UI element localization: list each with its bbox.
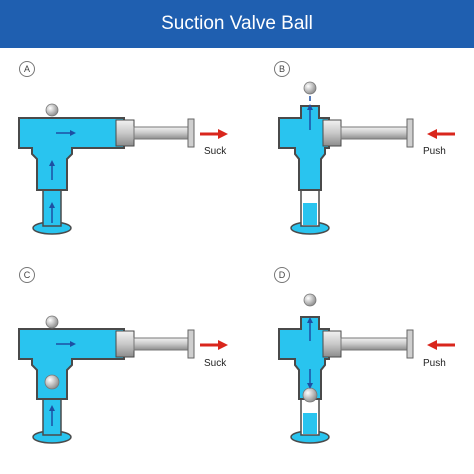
action-label-b: Push [423, 146, 446, 157]
top-valve-ball [303, 81, 317, 95]
piston-handle [406, 329, 414, 359]
piston-handle [187, 118, 195, 148]
piston-rod [133, 126, 189, 140]
flow-arrow-up-head [49, 405, 55, 411]
top-valve-ball [45, 315, 59, 329]
pump-body [278, 316, 330, 400]
panel-b-label: B [274, 61, 290, 77]
panel-d: D Push [237, 261, 474, 474]
pump-body [278, 105, 330, 191]
motion-arrow-head [427, 129, 437, 139]
panel-a-label: A [19, 61, 35, 77]
piston [322, 119, 342, 147]
pump-diagram-c [18, 315, 228, 444]
action-label-a: Suck [204, 146, 227, 157]
panel-c: C Suck [0, 261, 237, 474]
panel-d-label: D [274, 267, 290, 283]
pump-diagram-d [278, 293, 455, 444]
panel-b: B Push [237, 48, 474, 261]
inlet-tube-fluid [303, 413, 317, 434]
inlet-tube-fluid [303, 203, 317, 225]
pump-diagram-a [18, 103, 228, 235]
flow-arrow-right-head [70, 341, 76, 347]
piston [322, 330, 342, 358]
piston [115, 119, 135, 147]
piston [115, 330, 135, 358]
pump-diagram-b [278, 81, 455, 235]
top-valve-ball [45, 103, 59, 117]
flow-arrow-up-head [49, 160, 55, 166]
pump-body [18, 328, 125, 400]
piston-handle [406, 118, 414, 148]
flow-arrow-up-head [307, 317, 313, 323]
flow-arrow-down-head [307, 383, 313, 389]
top-valve-ball [303, 293, 317, 307]
piston-handle [187, 329, 195, 359]
flow-arrow-up-lower-head [49, 202, 55, 208]
action-label-c: Suck [204, 358, 227, 369]
motion-arrow-head [218, 129, 228, 139]
panel-c-label: C [19, 267, 35, 283]
motion-arrow-head [218, 340, 228, 350]
page-title: Suction Valve Ball [0, 0, 474, 48]
piston-rod [340, 126, 408, 140]
lower-valve-ball [44, 374, 60, 390]
action-label-d: Push [423, 358, 446, 369]
flow-arrow-right-head [70, 130, 76, 136]
lower-valve-ball [302, 387, 318, 403]
motion-arrow-head [427, 340, 437, 350]
piston-rod [133, 337, 189, 351]
flow-arrow-up-head [307, 104, 313, 110]
panel-a: A Suck [0, 48, 237, 261]
piston-rod [340, 337, 408, 351]
pump-body [18, 117, 125, 191]
